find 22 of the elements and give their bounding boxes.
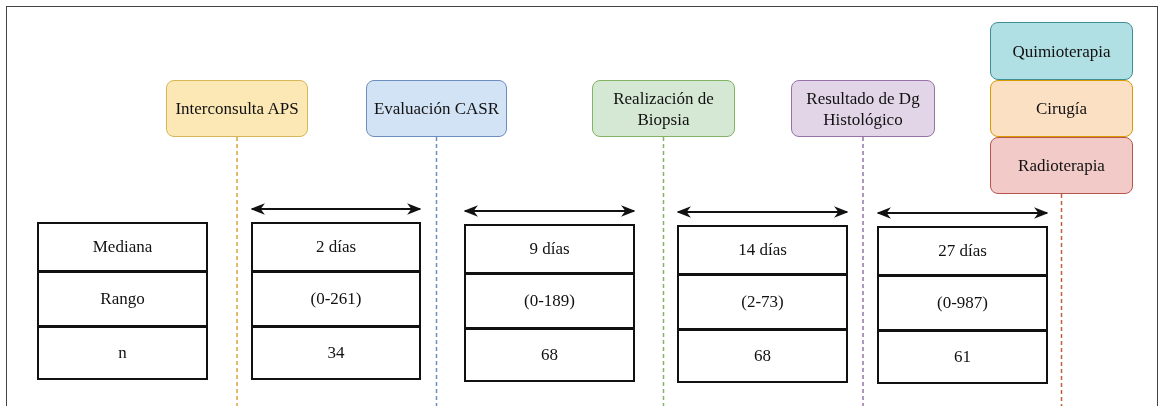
table-cell: 68	[464, 328, 635, 382]
milestone-box: Radioterapia	[990, 137, 1133, 194]
table-cell: (0-987)	[877, 275, 1048, 331]
table-cell: 27 días	[877, 226, 1048, 276]
table-cell: 34	[251, 326, 421, 380]
table-cell: (0-189)	[464, 273, 635, 329]
table-cell: 61	[877, 330, 1048, 384]
table-cell: (0-261)	[251, 271, 421, 327]
table-cell: (2-73)	[677, 274, 848, 330]
milestone-box: Evaluación CASR	[366, 80, 507, 137]
milestone-box: Cirugía	[990, 80, 1133, 137]
milestone-box: Resultado de Dg Histológico	[791, 80, 935, 137]
row-header: Mediana	[37, 222, 208, 272]
milestone-box: Realización de Biopsia	[592, 80, 735, 137]
row-header: Rango	[37, 271, 208, 327]
table-cell: 9 días	[464, 224, 635, 274]
table-cell: 14 días	[677, 225, 848, 275]
table-cell: 2 días	[251, 222, 421, 272]
milestone-box: Quimioterapia	[990, 22, 1133, 80]
table-cell: 68	[677, 329, 848, 383]
row-header: n	[37, 326, 208, 380]
milestone-box: Interconsulta APS	[166, 80, 308, 137]
